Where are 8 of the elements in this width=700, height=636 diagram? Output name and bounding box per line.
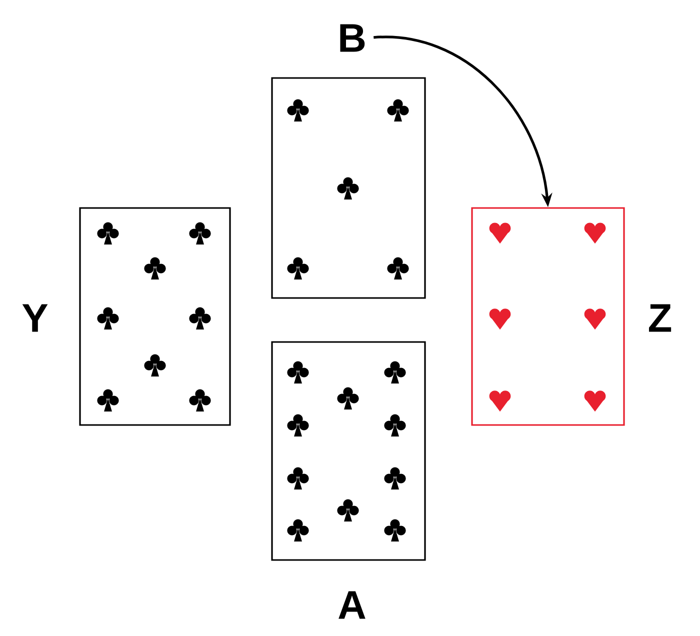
playing-card — [79, 207, 231, 426]
card-label: B — [340, 24, 365, 52]
playing-card — [271, 77, 426, 299]
playing-card — [271, 341, 426, 561]
playing-card — [471, 207, 625, 426]
card-label: Z — [648, 304, 672, 332]
card-label: Y — [22, 304, 48, 332]
card-label: A — [338, 591, 366, 619]
